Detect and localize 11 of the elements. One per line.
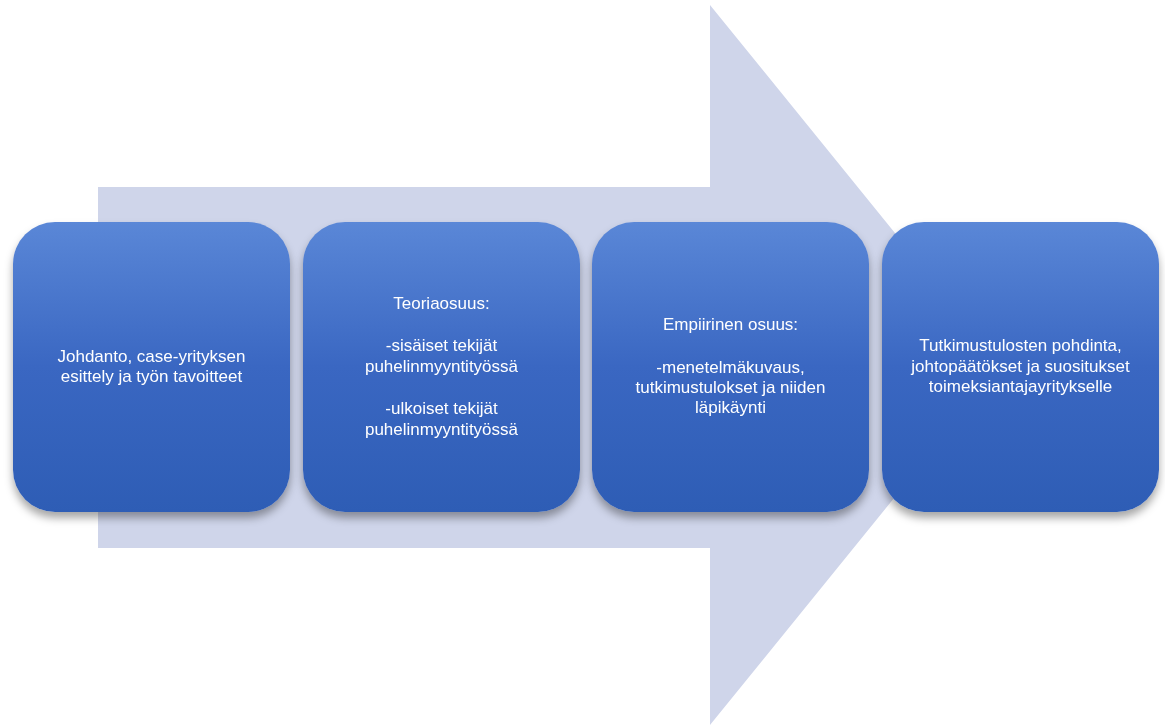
- stage-box: [303, 222, 580, 512]
- stage-box: [592, 222, 869, 512]
- stage-box: [13, 222, 290, 512]
- box-text: Tutkimustulosten pohdinta, johtopäätökset ja suositukset toimeksiantajayritykselle: [909, 336, 1131, 398]
- box-text: -menetelmäkuvaus, tutkimustulokset ja niiden läpikäynti: [634, 357, 827, 419]
- box-heading: Teoriaosuus:: [393, 294, 490, 315]
- box-text: -ulkoiset tekijät puhelinmyyntityössä: [363, 399, 520, 440]
- box-text: Johdanto, case-yrityksen esittely ja työn tavoitteet: [56, 346, 247, 388]
- box-text: -sisäiset tekijät puhelinmyyntityössä: [363, 336, 520, 378]
- box-heading: Empiirinen osuus:: [662, 315, 799, 336]
- stage-box: [882, 222, 1159, 512]
